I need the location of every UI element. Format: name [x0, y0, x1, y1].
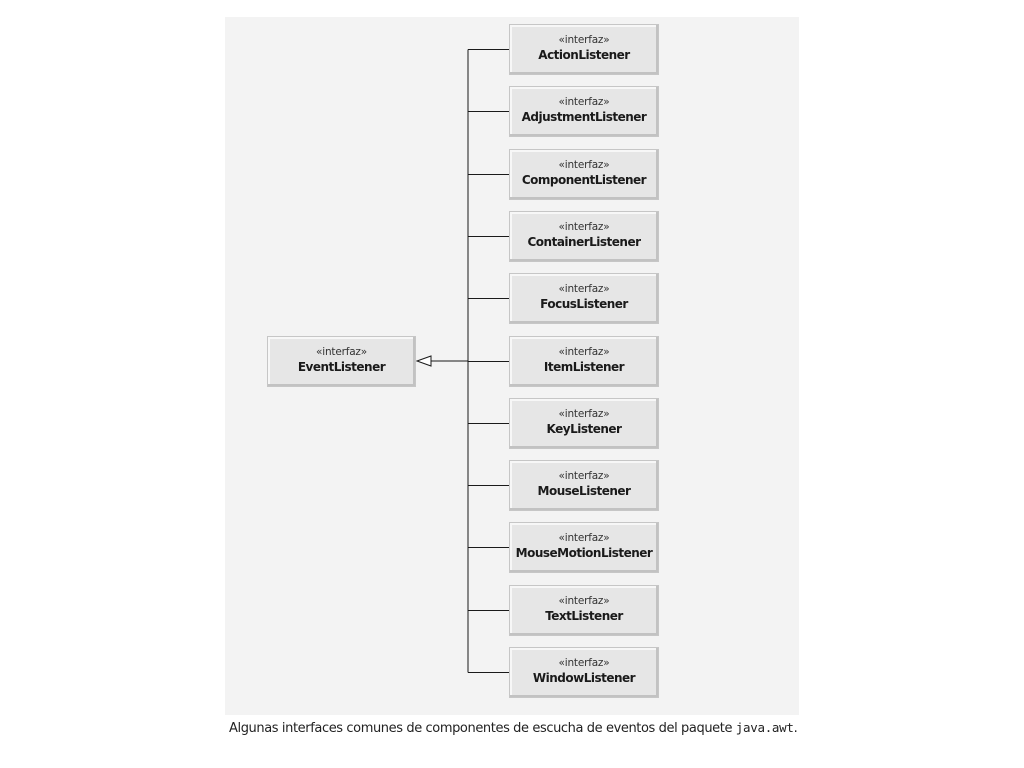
interface-name: MouseMotionListener — [515, 546, 653, 560]
interface-box-mouselistener: «interfaz» MouseListener — [509, 460, 659, 511]
interface-box-componentlistener: «interfaz» ComponentListener — [509, 149, 659, 200]
stereotype-label: «interfaz» — [558, 346, 610, 358]
interface-name: AdjustmentListener — [521, 110, 647, 124]
stereotype-label: «interfaz» — [558, 408, 610, 420]
interface-box-mousemotionlistener: «interfaz» MouseMotionListener — [509, 522, 659, 573]
interface-box-focuslistener: «interfaz» FocusListener — [509, 273, 659, 324]
figure-caption: Algunas interfaces comunes de componente… — [229, 720, 829, 736]
caption-text: Algunas interfaces comunes de componente… — [229, 721, 736, 736]
interface-name: ActionListener — [538, 48, 630, 62]
interface-box-adjustmentlistener: «interfaz» AdjustmentListener — [509, 86, 659, 137]
interface-name: FocusListener — [540, 297, 628, 311]
interface-box-itemlistener: «interfaz» ItemListener — [509, 336, 659, 387]
stereotype-label: «interfaz» — [558, 159, 610, 171]
stereotype-label: «interfaz» — [558, 470, 610, 482]
stereotype-label: «interfaz» — [558, 595, 610, 607]
stereotype-label: «interfaz» — [558, 283, 610, 295]
interface-box-windowlistener: «interfaz» WindowListener — [509, 647, 659, 698]
stereotype-label: «interfaz» — [558, 96, 610, 108]
interface-name: ComponentListener — [521, 173, 647, 187]
interface-name: MouseListener — [537, 484, 631, 498]
interface-name: ItemListener — [543, 360, 625, 374]
stereotype-label: «interfaz» — [558, 657, 610, 669]
caption-suffix: . — [793, 721, 798, 736]
interface-name: TextListener — [545, 609, 623, 623]
caption-code: java.awt — [735, 720, 794, 735]
interface-box-actionlistener: «interfaz» ActionListener — [509, 24, 659, 75]
interface-name: ContainerListener — [527, 235, 641, 249]
stereotype-label: «interfaz» — [558, 34, 610, 46]
interface-box-textlistener: «interfaz» TextListener — [509, 585, 659, 636]
interface-box-containerlistener: «interfaz» ContainerListener — [509, 211, 659, 262]
stereotype-label: «interfaz» — [558, 532, 610, 544]
stereotype-label: «interfaz» — [558, 221, 610, 233]
interface-name: WindowListener — [532, 671, 636, 685]
interface-name: KeyListener — [546, 422, 622, 436]
interface-box-eventlistener: «interfaz» EventListener — [267, 336, 416, 387]
interface-box-keylistener: «interfaz» KeyListener — [509, 398, 659, 449]
generalization-arrowhead-icon — [415, 355, 432, 367]
stereotype-label: «interfaz» — [316, 346, 367, 358]
interface-name: EventListener — [297, 360, 386, 374]
